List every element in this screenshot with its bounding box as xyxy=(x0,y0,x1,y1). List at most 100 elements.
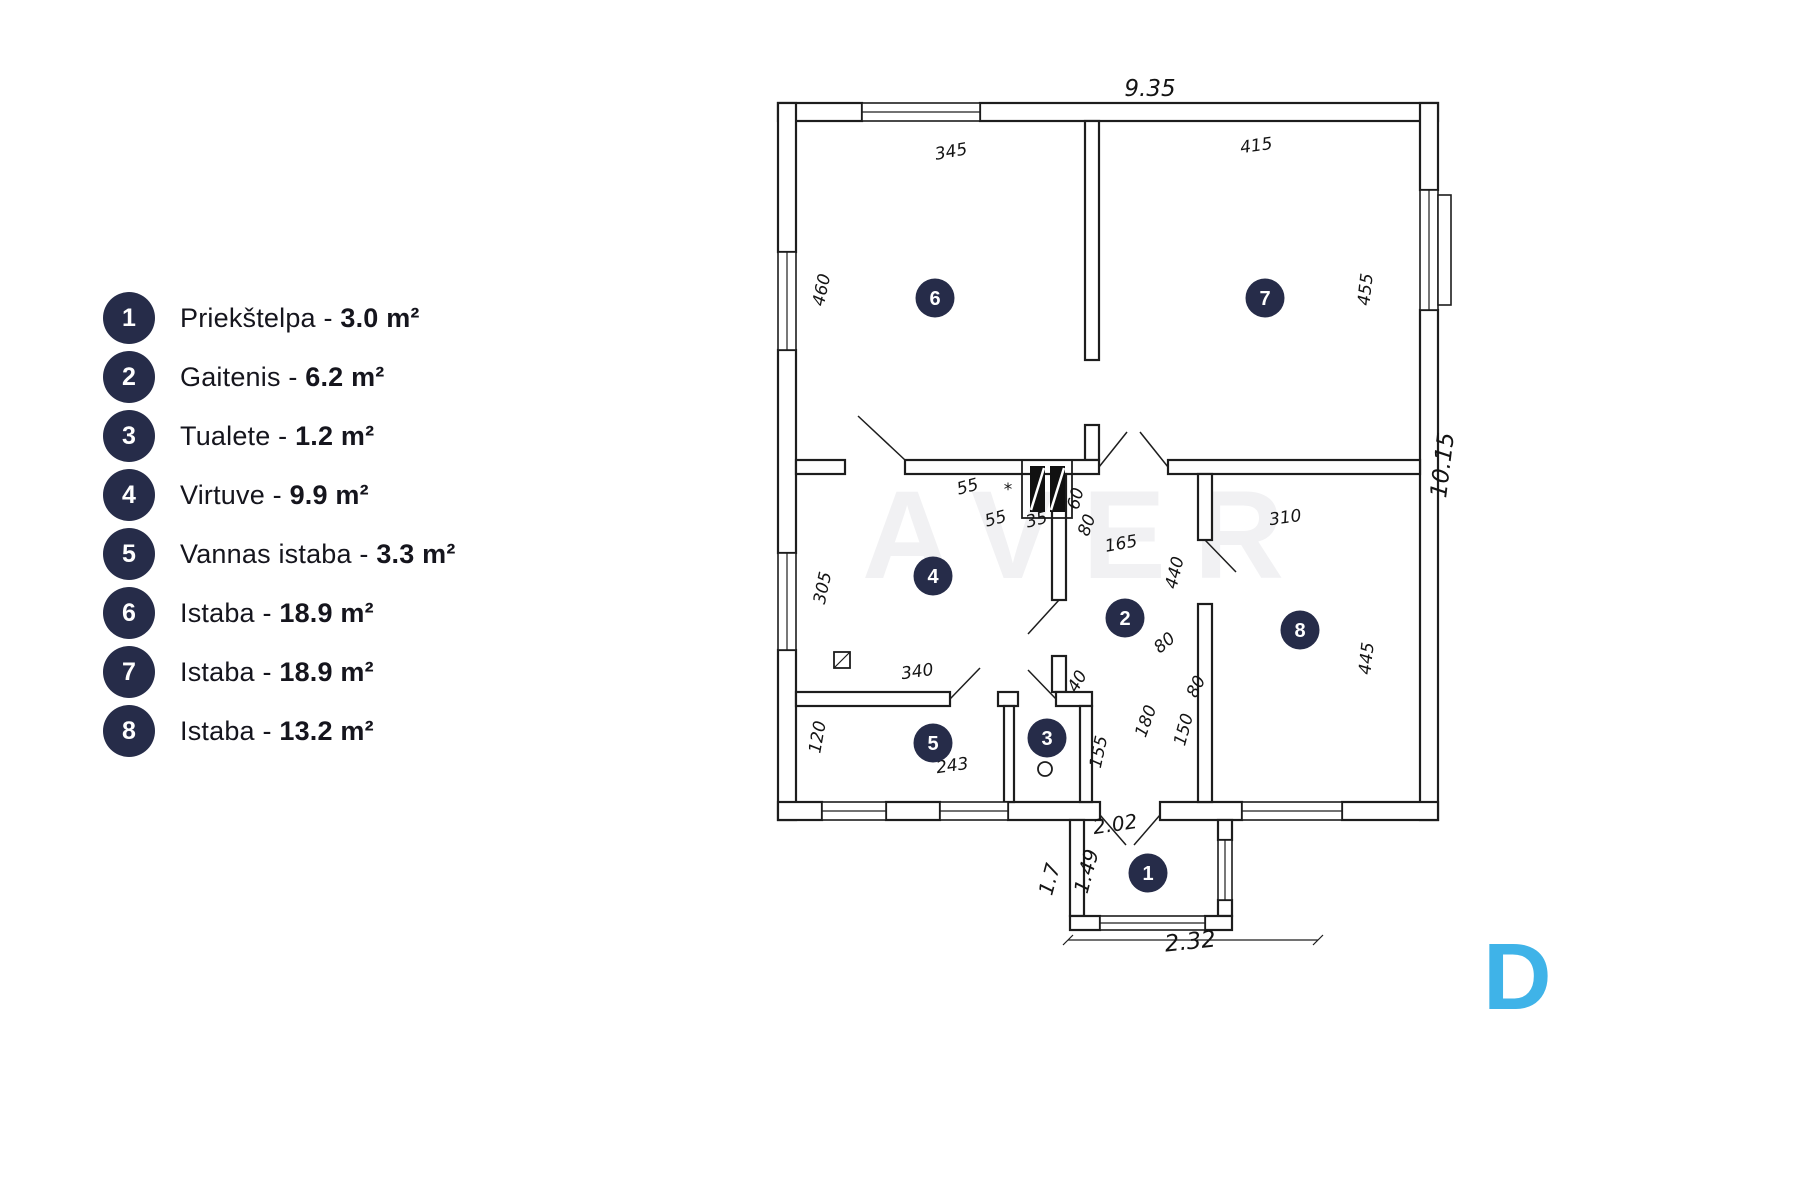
legend-label: Gaitenis - 6.2 m² xyxy=(180,362,385,393)
legend-item: 8 Istaba - 13.2 m² xyxy=(103,705,456,757)
dimension-label: 310 xyxy=(1268,506,1303,530)
legend-label: Priekštelpa - 3.0 m² xyxy=(180,303,420,334)
separator: - xyxy=(270,420,296,451)
doors xyxy=(857,415,1237,846)
legend-item: 2 Gaitenis - 6.2 m² xyxy=(103,351,456,403)
legend-item: 1 Priekštelpa - 3.0 m² xyxy=(103,292,456,344)
room-markers: 1 2 3 4 5 6 7 xyxy=(913,278,1320,893)
room-marker: 8 xyxy=(1280,610,1320,650)
separator: - xyxy=(254,715,280,746)
legend-label: Istaba - 13.2 m² xyxy=(180,716,374,747)
room-area: 3.0 m² xyxy=(340,302,420,333)
legend-number-badge: 7 xyxy=(103,646,155,698)
room-marker-number: 1 xyxy=(1142,863,1153,885)
room-name: Virtuve xyxy=(180,479,265,510)
room-marker-number: 3 xyxy=(1041,728,1052,750)
legend-number: 7 xyxy=(122,657,136,686)
room-name: Priekštelpa xyxy=(180,302,316,333)
legend-number-badge: 2 xyxy=(103,351,155,403)
room-area: 18.9 m² xyxy=(279,597,374,628)
brand-logo: D xyxy=(1483,930,1552,1025)
dimension-label: 2.02 xyxy=(1091,809,1138,839)
legend-number: 3 xyxy=(122,421,136,450)
room-marker-number: 4 xyxy=(927,566,939,588)
legend-label: Istaba - 18.9 m² xyxy=(180,657,374,688)
dimension-label: 305 xyxy=(810,570,836,606)
dimension-label: 460 xyxy=(809,272,835,308)
dimension-label: 1.7 xyxy=(1034,860,1065,897)
dimension-label: 455 xyxy=(1354,272,1377,306)
room-name: Istaba xyxy=(180,597,255,628)
dimension-label: 415 xyxy=(1239,134,1274,158)
separator: - xyxy=(280,361,306,392)
room-name: Istaba xyxy=(180,715,255,746)
dimension-label: 9.35 xyxy=(1124,76,1175,102)
room-area: 18.9 m² xyxy=(279,656,374,687)
room-name: Tualete xyxy=(180,420,271,451)
room-marker: 5 xyxy=(913,723,953,763)
separator: - xyxy=(254,656,280,687)
legend-number-badge: 5 xyxy=(103,528,155,580)
dimension-label: 445 xyxy=(1355,641,1378,675)
dimension-label: * xyxy=(1004,480,1013,500)
separator: - xyxy=(264,479,290,510)
room-marker-circle xyxy=(1027,718,1067,758)
room-marker: 2 xyxy=(1105,598,1145,638)
room-marker-circle xyxy=(1245,278,1285,318)
legend-label: Tualete - 1.2 m² xyxy=(180,421,374,452)
room-marker-number: 6 xyxy=(929,288,940,310)
brand-logo-letter: D xyxy=(1483,924,1552,1030)
room-name: Gaitenis xyxy=(180,361,281,392)
legend-number-badge: 1 xyxy=(103,292,155,344)
room-area: 1.2 m² xyxy=(295,420,375,451)
room-marker-number: 5 xyxy=(927,733,938,755)
room-marker: 7 xyxy=(1245,278,1285,318)
legend-label: Vannas istaba - 3.3 m² xyxy=(180,539,456,570)
legend-item: 3 Tualete - 1.2 m² xyxy=(103,410,456,462)
room-marker-number: 2 xyxy=(1119,608,1130,630)
legend: 1 Priekštelpa - 3.0 m² 2 Gaitenis - 6.2 … xyxy=(103,292,456,764)
dimension-label: 180 xyxy=(1131,703,1161,740)
room-area: 9.9 m² xyxy=(289,479,369,510)
room-marker-circle xyxy=(1105,598,1145,638)
dimension-label: 150 xyxy=(1170,711,1198,748)
legend-item: 4 Virtuve - 9.9 m² xyxy=(103,469,456,521)
legend-number-badge: 4 xyxy=(103,469,155,521)
room-marker-circle xyxy=(915,278,955,318)
legend-item: 7 Istaba - 18.9 m² xyxy=(103,646,456,698)
utility-shaft xyxy=(1021,459,1073,519)
legend-number-badge: 3 xyxy=(103,410,155,462)
legend-label: Istaba - 18.9 m² xyxy=(180,598,374,629)
legend-number-badge: 6 xyxy=(103,587,155,639)
room-name: Vannas istaba xyxy=(180,538,352,569)
legend-number-badge: 8 xyxy=(103,705,155,757)
legend-item: 5 Vannas istaba - 3.3 m² xyxy=(103,528,456,580)
dimension-label: 340 xyxy=(900,660,935,684)
room-area: 3.3 m² xyxy=(376,538,456,569)
legend-number: 2 xyxy=(122,362,136,391)
legend-item: 6 Istaba - 18.9 m² xyxy=(103,587,456,639)
room-area: 13.2 m² xyxy=(279,715,374,746)
separator: - xyxy=(351,538,377,569)
windows xyxy=(777,102,1452,931)
room-marker-circle xyxy=(1280,610,1320,650)
legend-number: 8 xyxy=(122,716,136,745)
dimension-label: 345 xyxy=(933,139,968,164)
room-marker: 1 xyxy=(1128,853,1168,893)
dimension-label: 2.32 xyxy=(1163,926,1217,957)
legend-number: 5 xyxy=(122,539,136,568)
legend-label: Virtuve - 9.9 m² xyxy=(180,480,369,511)
room-marker-number: 8 xyxy=(1294,620,1305,642)
room-marker-circle xyxy=(913,723,953,763)
dimension-label: 80 xyxy=(1150,629,1179,658)
plan-details xyxy=(833,459,1324,946)
dimension-label: 120 xyxy=(805,719,830,754)
room-marker-circle xyxy=(1128,853,1168,893)
room-marker: 6 xyxy=(915,278,955,318)
legend-number: 1 xyxy=(122,303,136,332)
room-marker-number: 7 xyxy=(1259,288,1270,310)
separator: - xyxy=(254,597,280,628)
separator: - xyxy=(315,302,341,333)
